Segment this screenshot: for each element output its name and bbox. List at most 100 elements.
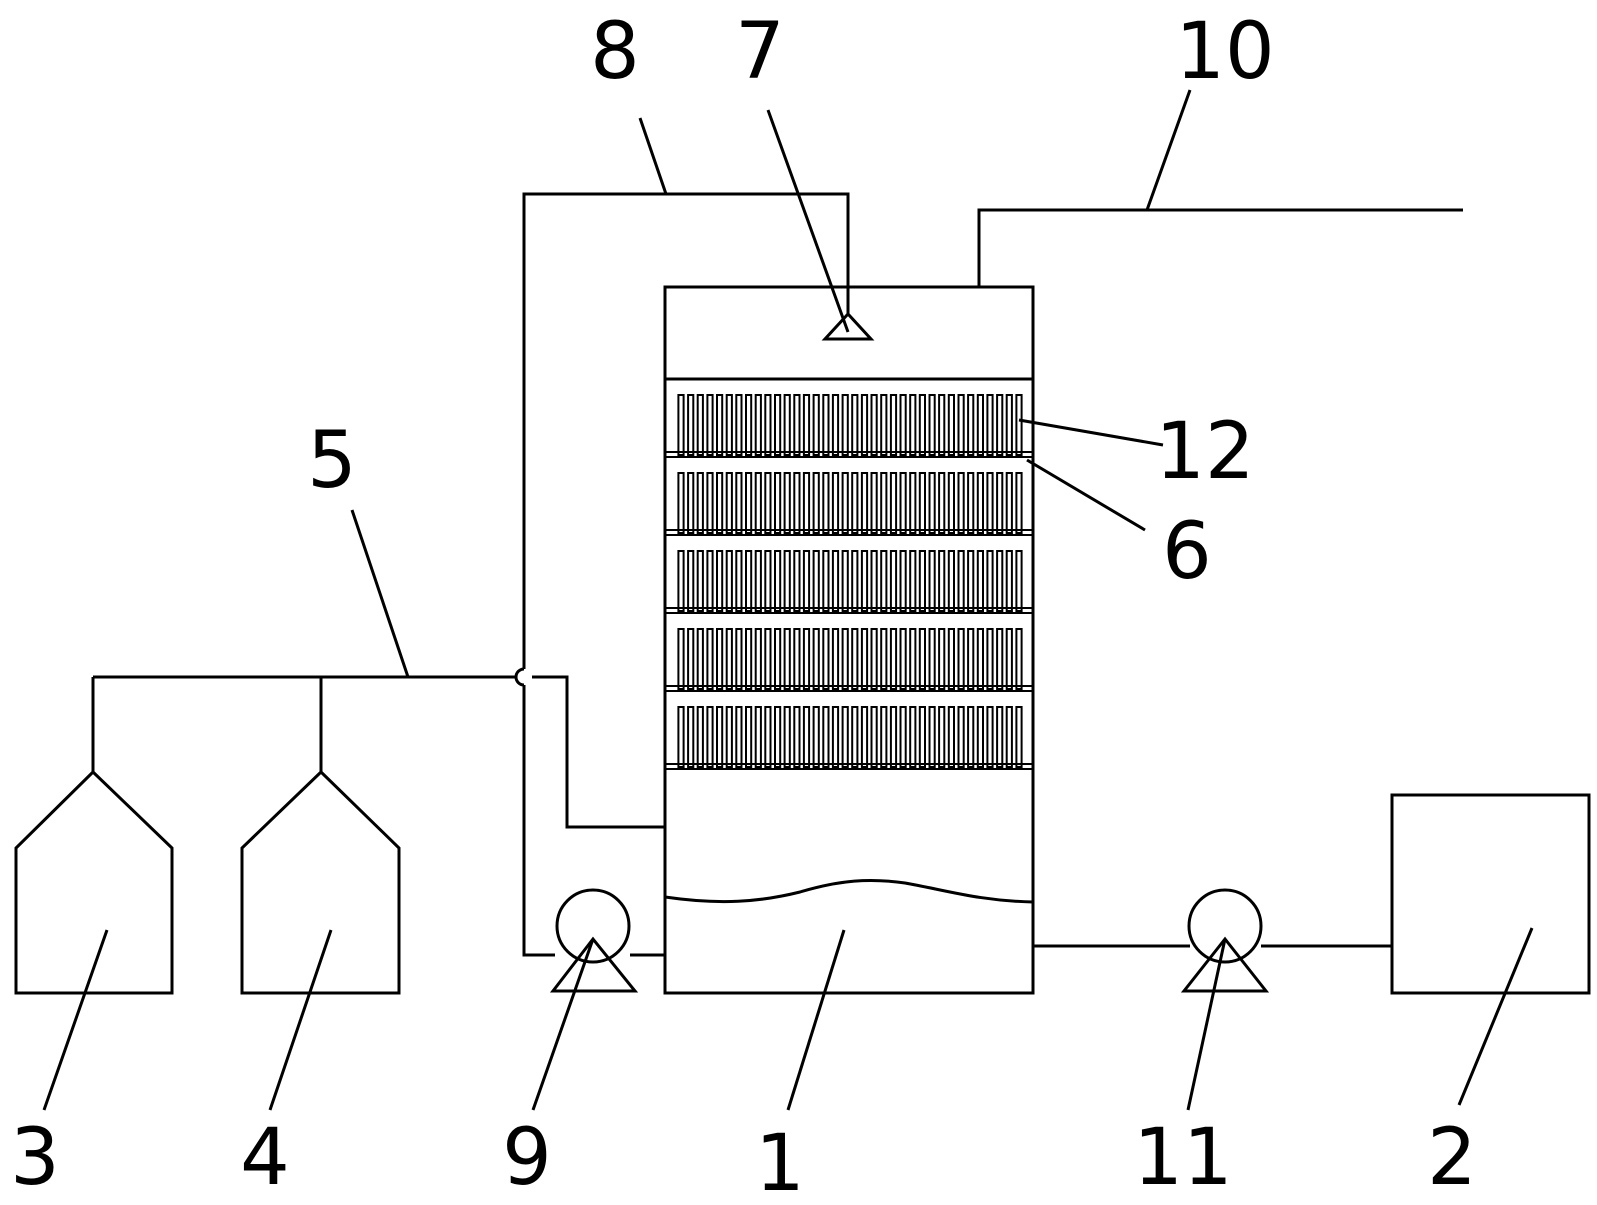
label-8: 8 — [590, 7, 640, 97]
packing-fin — [716, 628, 724, 690]
packing-fin — [1015, 394, 1023, 456]
packing-fin — [938, 628, 946, 690]
packing-fin — [870, 394, 878, 456]
feed-pipe — [91, 675, 665, 829]
packing-fin — [802, 628, 811, 690]
packing-layers — [664, 377, 1034, 770]
packing-fin — [899, 706, 907, 768]
packing-fin — [716, 550, 724, 612]
packing-fin — [860, 394, 869, 456]
packing-fin — [860, 550, 869, 612]
packing-fin — [706, 394, 714, 456]
packing-fin — [976, 472, 984, 534]
packing-fin — [822, 628, 830, 690]
packing-fin — [986, 472, 994, 534]
packing-fin — [725, 550, 733, 612]
packing-fin — [783, 394, 791, 456]
packing-fin — [677, 394, 685, 456]
storage-tank-4 — [240, 769, 401, 995]
packing-fin — [725, 394, 733, 456]
packing-fin — [860, 628, 869, 690]
packing-fin — [957, 706, 965, 768]
packing-fin — [735, 394, 743, 456]
packing-fin — [870, 550, 878, 612]
packing-layer — [664, 706, 1034, 770]
packing-fin — [947, 550, 955, 612]
packing-fin — [909, 706, 917, 768]
packing-layer — [664, 394, 1034, 458]
packing-fin — [1005, 628, 1013, 690]
packing-fin — [918, 472, 926, 534]
packing-fin — [880, 706, 888, 768]
packing-fin — [957, 550, 965, 612]
packing-fin — [677, 628, 685, 690]
label-1: 1 — [755, 1119, 805, 1205]
label-11: 11 — [1133, 1113, 1232, 1203]
packing-fin — [928, 472, 936, 534]
packing-fin — [677, 706, 685, 768]
packing-fin — [764, 628, 772, 690]
packing-fin — [976, 550, 984, 612]
packing-fin — [831, 550, 840, 612]
packing-fin — [909, 628, 917, 690]
packing-fin — [793, 628, 801, 690]
packing-fin — [783, 472, 791, 534]
label-2: 2 — [1427, 1113, 1477, 1203]
packing-fin — [764, 706, 772, 768]
packing-fin — [860, 706, 869, 768]
packing-fin — [986, 394, 994, 456]
packing-fin — [725, 706, 733, 768]
tray-plate — [664, 451, 1034, 458]
packing-fin — [909, 394, 917, 456]
packing-fin — [986, 550, 994, 612]
packing-fin — [899, 550, 907, 612]
packing-fin — [754, 628, 762, 690]
packing-fin — [899, 628, 907, 690]
packing-fin — [802, 706, 811, 768]
packing-fin — [967, 472, 975, 534]
circulation-pump-icon — [549, 888, 639, 993]
packing-fin — [957, 628, 965, 690]
packing-fin — [716, 706, 724, 768]
packing-fin — [1005, 706, 1013, 768]
packing-fin — [899, 394, 907, 456]
packing-fin — [764, 550, 772, 612]
packing-fin — [716, 472, 724, 534]
circulation-pipe-lower — [522, 685, 555, 957]
packing-fin — [851, 706, 859, 768]
sprayer-nozzle-icon — [821, 311, 875, 341]
packing-fin — [996, 706, 1004, 768]
packing-fin — [716, 394, 724, 456]
packing-fin — [957, 394, 965, 456]
packing-fin — [928, 550, 936, 612]
packing-fin — [947, 394, 955, 456]
packing-fin — [696, 472, 704, 534]
packing-fin — [754, 706, 762, 768]
packing-fin — [1015, 706, 1023, 768]
packing-fin — [1015, 472, 1023, 534]
packing-fin — [947, 706, 955, 768]
packing-fin — [687, 472, 695, 534]
packing-fin — [841, 394, 849, 456]
packing-fin — [889, 628, 898, 690]
storage-tank-3 — [14, 769, 174, 995]
packing-fin — [986, 706, 994, 768]
packing-fin — [938, 394, 946, 456]
label-5: 5 — [307, 416, 357, 506]
packing-layer — [664, 472, 1034, 536]
pipe-crossover — [514, 667, 525, 687]
packing-fin — [745, 628, 753, 690]
label-7: 7 — [735, 7, 785, 97]
tray-plate — [664, 685, 1034, 692]
packing-fin — [938, 472, 946, 534]
packing-fin — [774, 550, 782, 612]
packing-fin — [831, 628, 840, 690]
packing-fin — [783, 628, 791, 690]
packing-fin — [996, 394, 1004, 456]
packing-fin — [745, 394, 753, 456]
packing-fin — [976, 706, 984, 768]
packing-fin — [783, 550, 791, 612]
packing-fin — [928, 706, 936, 768]
packing-fin — [860, 472, 869, 534]
